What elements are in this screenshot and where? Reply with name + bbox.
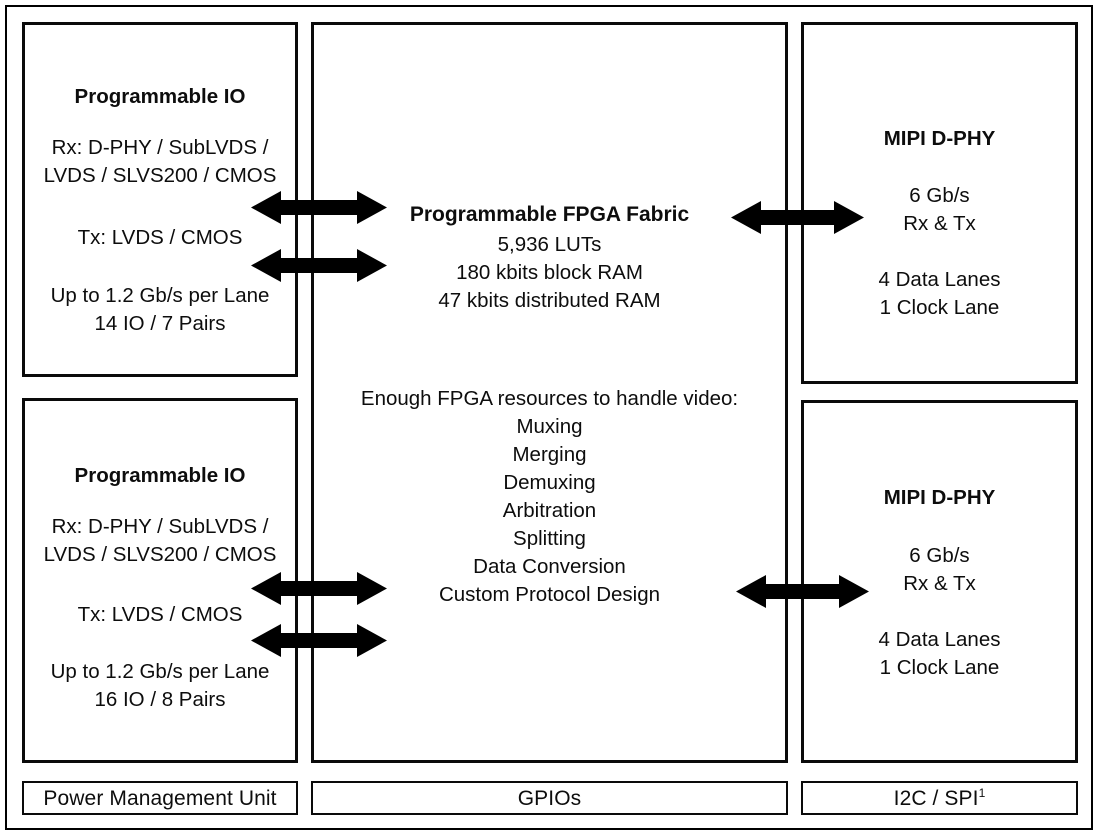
i2c-spi-text: I2C / SPI xyxy=(893,786,979,810)
i2c-spi-footnote-marker: 1 xyxy=(978,785,986,800)
fabric-heading: Programmable FPGA Fabric xyxy=(409,203,690,226)
fabric-resource-data-conversion: Data Conversion xyxy=(473,555,626,578)
fabric-spec-block-ram: 180 kbits block RAM xyxy=(456,261,643,284)
i2c-spi-label: I2C / SPI1 xyxy=(893,785,986,810)
fabric-resource-demuxing: Demuxing xyxy=(503,471,596,494)
fabric-spec-distributed-ram: 47 kbits distributed RAM xyxy=(438,289,661,312)
fabric-resources-heading: Enough FPGA resources to handle video: xyxy=(360,387,739,410)
fabric-spec-luts: 5,936 LUTs xyxy=(497,233,602,256)
bar-power-management-unit: Power Management Unit xyxy=(22,781,298,815)
io-top-tx-line: Tx: LVDS / CMOS xyxy=(77,226,243,249)
power-management-unit-label: Power Management Unit xyxy=(43,786,277,810)
fabric-resource-merging: Merging xyxy=(512,443,587,466)
phy-top-direction: Rx & Tx xyxy=(903,212,976,235)
io-top-rate-line: Up to 1.2 Gb/s per Lane xyxy=(50,284,270,307)
io-top-heading: Programmable IO xyxy=(74,85,246,108)
io-bottom-rx-line-2: LVDS / SLVS200 / CMOS xyxy=(43,543,277,566)
phy-top-data-lanes: 4 Data Lanes xyxy=(878,268,1001,291)
arrow-fabric-phy-top xyxy=(731,201,864,234)
io-bottom-pairs-line: 16 IO / 8 Pairs xyxy=(94,688,226,711)
fabric-resource-splitting: Splitting xyxy=(513,527,586,550)
phy-bottom-clock-lanes: 1 Clock Lane xyxy=(879,656,1000,679)
bar-gpios: GPIOs xyxy=(311,781,788,815)
block-mipi-dphy-bottom: MIPI D-PHY 6 Gb/s Rx & Tx 4 Data Lanes 1… xyxy=(801,400,1078,763)
phy-top-heading: MIPI D-PHY xyxy=(883,127,996,150)
phy-bottom-data-lanes: 4 Data Lanes xyxy=(878,628,1001,651)
block-programmable-io-top: Programmable IO Rx: D-PHY / SubLVDS / LV… xyxy=(22,22,298,377)
io-top-pairs-line: 14 IO / 7 Pairs xyxy=(94,312,226,335)
fabric-resource-arbitration: Arbitration xyxy=(502,499,597,522)
io-top-rx-line-1: Rx: D-PHY / SubLVDS / xyxy=(51,136,269,159)
gpios-label: GPIOs xyxy=(517,786,582,810)
arrow-io-top-fabric-lower xyxy=(251,249,387,282)
block-programmable-io-bottom: Programmable IO Rx: D-PHY / SubLVDS / LV… xyxy=(22,398,298,763)
arrow-io-top-fabric-upper xyxy=(251,191,387,224)
block-mipi-dphy-top: MIPI D-PHY 6 Gb/s Rx & Tx 4 Data Lanes 1… xyxy=(801,22,1078,384)
io-bottom-rate-line: Up to 1.2 Gb/s per Lane xyxy=(50,660,270,683)
phy-bottom-rate: 6 Gb/s xyxy=(909,544,970,567)
arrow-io-bottom-fabric-upper xyxy=(251,572,387,605)
arrow-fabric-phy-bottom xyxy=(736,575,869,608)
phy-bottom-direction: Rx & Tx xyxy=(903,572,976,595)
io-top-rx-line-2: LVDS / SLVS200 / CMOS xyxy=(43,164,277,187)
io-bottom-heading: Programmable IO xyxy=(74,464,246,487)
block-fpga-fabric: Programmable FPGA Fabric 5,936 LUTs 180 … xyxy=(311,22,788,763)
fabric-resource-muxing: Muxing xyxy=(516,415,583,438)
phy-bottom-heading: MIPI D-PHY xyxy=(883,486,996,509)
bar-i2c-spi: I2C / SPI1 xyxy=(801,781,1078,815)
io-bottom-rx-line-1: Rx: D-PHY / SubLVDS / xyxy=(51,515,269,538)
phy-top-clock-lanes: 1 Clock Lane xyxy=(879,296,1000,319)
io-bottom-tx-line: Tx: LVDS / CMOS xyxy=(77,603,243,626)
arrow-io-bottom-fabric-lower xyxy=(251,624,387,657)
phy-top-rate: 6 Gb/s xyxy=(909,184,970,207)
fabric-resource-custom-protocol: Custom Protocol Design xyxy=(438,583,661,606)
